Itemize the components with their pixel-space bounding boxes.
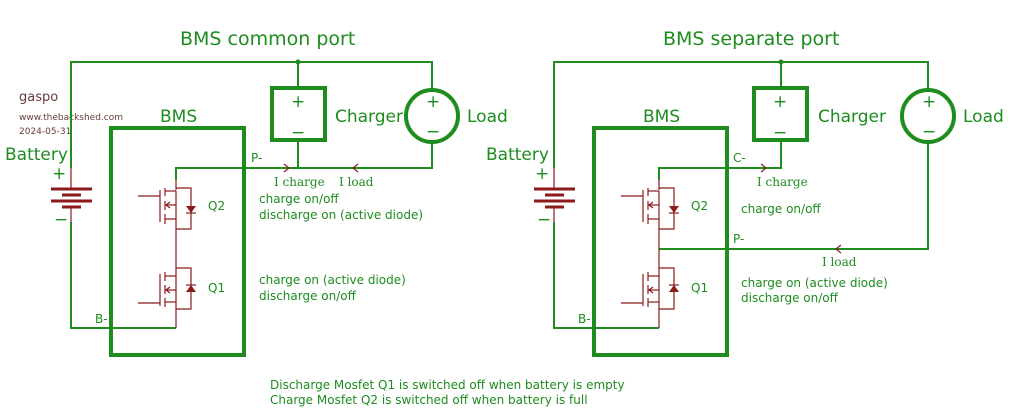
bms-label: BMS — [160, 107, 197, 127]
q2-label: Q2 — [691, 199, 708, 213]
q2-note-1: charge on/off — [741, 202, 821, 216]
watermark-author: gaspo — [19, 90, 58, 105]
junction-dot — [778, 59, 784, 65]
charger-plus: + — [291, 92, 305, 112]
mosfet-q1-icon — [138, 245, 196, 328]
load-plus: + — [426, 92, 440, 112]
battery-label: Battery — [5, 145, 68, 165]
load-plus: + — [922, 92, 936, 112]
i-charge-arrow-icon — [760, 163, 767, 173]
battery-neg-wire — [553, 222, 659, 329]
q1-label: Q1 — [208, 281, 225, 295]
load-minus: − — [426, 122, 440, 142]
charger-plus: + — [773, 92, 787, 112]
footnote-1: Discharge Mosfet Q1 is switched off when… — [270, 378, 625, 392]
load-label: Load — [963, 107, 1004, 127]
i-load-arrow-icon — [352, 163, 359, 173]
battery-label: Battery — [486, 145, 549, 165]
q1-note-1: charge on (active diode) — [741, 276, 888, 290]
q1-note-1: charge on (active diode) — [259, 273, 406, 287]
junction-dot — [295, 59, 301, 65]
footnote-2: Charge Mosfet Q2 is switched off when ba… — [270, 393, 588, 407]
bms-label: BMS — [643, 107, 680, 127]
charger-minus: − — [291, 123, 305, 143]
c-minus-wire — [658, 140, 782, 180]
port-p-label: P- — [251, 151, 262, 165]
q1-note-2: discharge on/off — [259, 289, 357, 303]
port-b-label: B- — [578, 312, 591, 326]
port-p-label: P- — [733, 232, 744, 246]
mosfet-q2-icon — [621, 180, 679, 245]
battery-plus: + — [535, 164, 549, 184]
mosfet-q1-icon — [621, 245, 679, 328]
i-load-arrow-icon — [835, 244, 842, 254]
bms-box — [109, 126, 246, 357]
q2-note-2: discharge on (active diode) — [259, 208, 423, 222]
q1-label: Q1 — [691, 281, 708, 295]
watermark-date: 2024-05-31 — [19, 127, 71, 137]
i-charge-arrow-icon — [283, 163, 290, 173]
battery-minus: − — [537, 210, 551, 230]
diagram-title: BMS common port — [180, 28, 355, 50]
port-c-label: C- — [733, 151, 746, 165]
top-wire — [70, 61, 433, 168]
port-b-label: B- — [95, 312, 108, 326]
load-label: Load — [467, 107, 508, 127]
load-minus: − — [922, 122, 936, 142]
i-charge-label: I charge — [757, 175, 808, 189]
diagram-separate-port: BMS separate port + − Charger + − Load C… — [486, 28, 1004, 357]
top-wire — [553, 61, 929, 168]
charger-label: Charger — [335, 107, 403, 127]
p-minus-wire — [175, 142, 433, 180]
i-load-label: I load — [822, 255, 857, 269]
battery-minus: − — [54, 210, 68, 230]
q2-label: Q2 — [208, 199, 225, 213]
q2-note-1: charge on/off — [259, 192, 339, 206]
battery-icon — [51, 168, 92, 222]
i-load-label: I load — [339, 175, 374, 189]
q1-note-2: discharge on/off — [741, 291, 839, 305]
battery-icon — [534, 168, 575, 222]
i-charge-label: I charge — [274, 175, 325, 189]
battery-neg-wire — [70, 222, 176, 329]
bms-box — [592, 126, 729, 357]
charger-minus: − — [773, 123, 787, 143]
battery-plus: + — [52, 164, 66, 184]
mosfet-q2-icon — [138, 180, 196, 245]
diagram-title: BMS separate port — [663, 28, 839, 50]
p-minus-wire — [659, 142, 929, 250]
diagram-common-port: BMS common port + − Charger + − Load P- … — [5, 28, 508, 357]
charger-label: Charger — [818, 107, 886, 127]
